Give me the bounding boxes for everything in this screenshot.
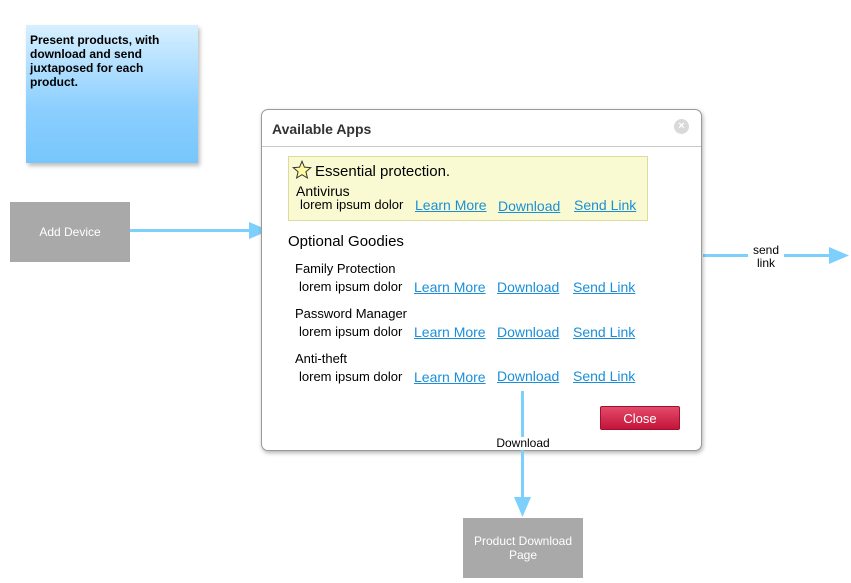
send-link-arrowhead xyxy=(829,247,849,264)
product-download-page-node[interactable]: Product Download Page xyxy=(463,518,583,578)
product-description: lorem ipsum dolor xyxy=(299,324,403,339)
sticky-note: Present products, with download and send… xyxy=(26,25,198,163)
send-link-label-line2: link xyxy=(756,256,775,270)
learn-more-link[interactable]: Learn More xyxy=(414,324,486,340)
featured-product-name: Antivirus xyxy=(296,183,350,199)
featured-download-link[interactable]: Download xyxy=(498,198,561,214)
featured-heading: Essential protection. xyxy=(315,163,451,180)
featured-product: Essential protection. Antivirus lorem ip… xyxy=(288,156,648,221)
send-link-edge-label: send link xyxy=(748,244,784,270)
add-device-arrowhead xyxy=(249,222,269,239)
add-device-label: Add Device xyxy=(39,225,101,239)
available-apps-dialog: Available Apps × Essential protection. A… xyxy=(261,109,702,451)
close-icon[interactable]: × xyxy=(674,119,689,134)
product-name: Family Protection xyxy=(295,261,396,276)
send-link[interactable]: Send Link xyxy=(573,279,636,295)
product-name: Password Manager xyxy=(295,306,407,321)
download-link[interactable]: Download xyxy=(497,324,560,340)
close-button[interactable]: Close xyxy=(600,406,680,430)
title-divider xyxy=(262,146,701,147)
dialog-title: Available Apps xyxy=(272,121,372,137)
download-arrowhead xyxy=(514,497,531,517)
featured-learn-more-link[interactable]: Learn More xyxy=(415,197,487,213)
learn-more-link[interactable]: Learn More xyxy=(414,369,486,385)
learn-more-link[interactable]: Learn More xyxy=(414,279,486,295)
product-description: lorem ipsum dolor xyxy=(299,369,403,384)
add-device-arrow-line xyxy=(130,229,252,232)
sticky-note-text: Present products, with download and send… xyxy=(30,33,160,89)
send-link-label-line1: send xyxy=(752,243,780,257)
send-link[interactable]: Send Link xyxy=(573,368,636,384)
featured-send-link[interactable]: Send Link xyxy=(574,197,637,213)
product-name: Anti-theft xyxy=(295,351,348,366)
product-download-page-label: Product Download Page xyxy=(473,534,573,562)
send-link[interactable]: Send Link xyxy=(573,324,636,340)
download-link[interactable]: Download xyxy=(497,279,560,295)
download-link[interactable]: Download xyxy=(497,368,560,384)
optional-goodies-heading: Optional Goodies xyxy=(288,233,404,250)
star-icon xyxy=(292,160,312,180)
add-device-node[interactable]: Add Device xyxy=(10,202,130,262)
featured-description: lorem ipsum dolor xyxy=(300,197,404,212)
download-edge-label: Download xyxy=(494,437,552,450)
product-description: lorem ipsum dolor xyxy=(299,279,403,294)
